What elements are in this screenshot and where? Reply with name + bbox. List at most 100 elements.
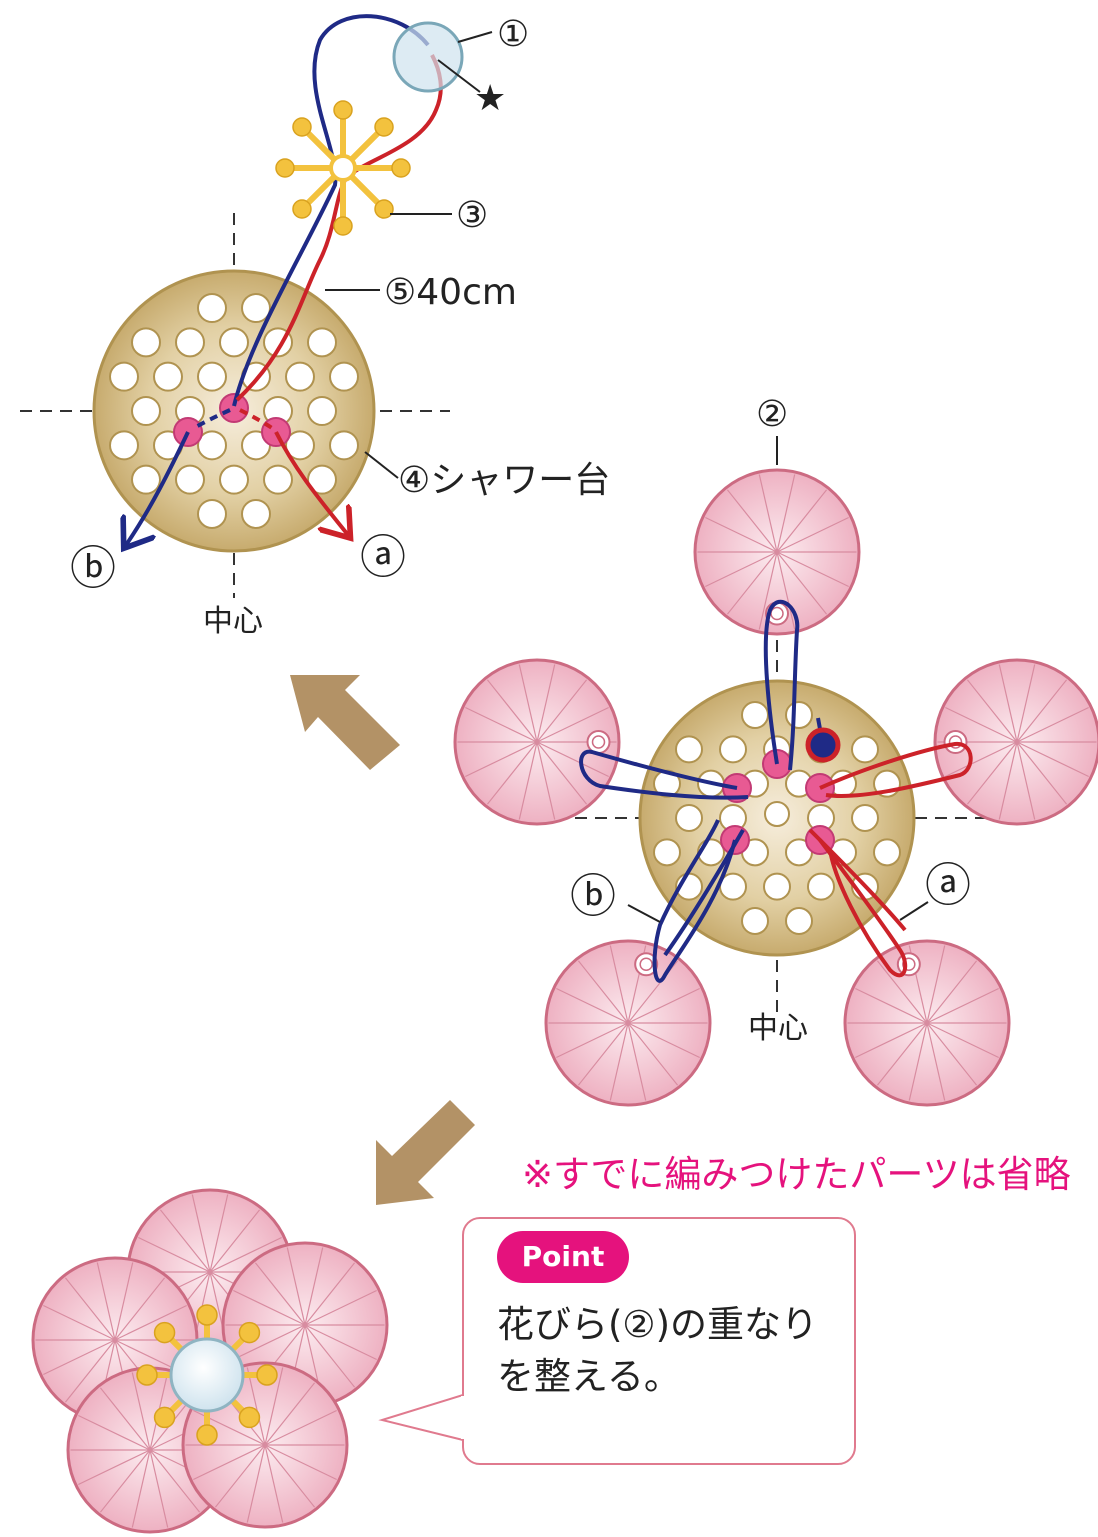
- stamen-knob: [292, 117, 312, 137]
- finished-center-pearl: [169, 1337, 245, 1413]
- base-hole: [807, 872, 835, 901]
- petal-vein: [131, 1449, 151, 1528]
- stamen-knob: [374, 199, 394, 219]
- stamen-knob: [256, 1364, 278, 1386]
- label-end-b-top: ⓑ: [70, 541, 116, 595]
- label-center-top: 中心: [203, 604, 263, 639]
- petal-vein: [1016, 741, 1036, 820]
- base-hole: [741, 701, 769, 730]
- petal-vein: [536, 741, 609, 778]
- petal-vein: [209, 1209, 261, 1273]
- petal-vein: [264, 1382, 316, 1446]
- base-hole: [131, 327, 161, 358]
- base-hole: [219, 464, 249, 495]
- petal-vein: [114, 1304, 187, 1341]
- point-line-2: を整える。: [497, 1355, 681, 1398]
- point-line-1: 花びら(②)の重なり: [497, 1303, 819, 1346]
- base-hole: [285, 430, 315, 461]
- petal-vein: [465, 741, 538, 778]
- petal-vein: [1016, 706, 1089, 743]
- petal-vein: [758, 474, 778, 553]
- label-center-mid: 中心: [748, 1011, 808, 1046]
- base-hole: [307, 464, 337, 495]
- base-hole: [785, 906, 813, 935]
- wire-a-arrow: [274, 431, 348, 535]
- label-shower-base-4: ④シャワー台: [398, 460, 610, 501]
- stamen-knob: [153, 1406, 176, 1429]
- base-hole: [851, 804, 879, 832]
- petal-hole: [586, 730, 611, 754]
- petal-vein: [536, 664, 556, 743]
- petal-vein: [908, 1022, 928, 1101]
- petal-vein: [536, 741, 556, 820]
- finished-flower: [31, 1188, 389, 1534]
- wire-a-dashed: [239, 408, 274, 430]
- base-hole: [175, 464, 205, 495]
- petal-vein: [627, 1022, 700, 1059]
- base-hole: [131, 464, 161, 495]
- petal-vein: [966, 741, 1018, 805]
- petal-vein: [209, 1194, 229, 1273]
- callout-tail: [378, 1394, 464, 1441]
- petal-vein: [536, 741, 588, 805]
- point-text: 花びら(②)の重なり を整える。: [497, 1299, 847, 1403]
- petal-vein: [159, 1209, 211, 1273]
- stamen-knob: [196, 1304, 218, 1326]
- base-hole: [851, 735, 879, 764]
- label-wire-5: ⑤40cm: [384, 272, 517, 313]
- petal-vein: [99, 1449, 151, 1513]
- base-hole: [719, 735, 747, 764]
- wire-blue-top: [232, 14, 430, 407]
- petal-vein: [78, 1414, 151, 1451]
- petal-vein: [233, 1324, 306, 1361]
- petals-middle: [453, 468, 1098, 1107]
- petal-vein: [264, 1409, 337, 1446]
- base-hole: [131, 396, 161, 426]
- stamen-knob: [333, 100, 353, 120]
- bead-marker-dark: [805, 727, 841, 763]
- petal-vein: [966, 679, 1018, 743]
- petal-vein: [254, 1262, 306, 1326]
- petal-hole-inner: [902, 957, 916, 971]
- petal-vein: [945, 706, 1018, 743]
- label-star: ★: [474, 78, 506, 119]
- petal-vein: [78, 1449, 151, 1486]
- leader-end-b-mid: [627, 904, 661, 923]
- petal-vein: [998, 664, 1018, 743]
- petal-vein: [577, 1022, 629, 1086]
- base-hole: [263, 464, 293, 495]
- label-stamen-3: ③: [456, 195, 488, 236]
- petal-vein: [286, 1247, 306, 1326]
- base-hole: [153, 361, 183, 392]
- petal-hole: [896, 952, 921, 977]
- petal-hole-inner: [948, 735, 963, 749]
- petal-vein: [536, 679, 588, 743]
- base-hole: [285, 361, 315, 392]
- base-hole: [175, 327, 205, 358]
- base-hole: [785, 701, 813, 730]
- wire-blue-loop-top: [763, 599, 800, 771]
- base-hole: [653, 838, 681, 867]
- petal-vein: [1016, 679, 1068, 743]
- petal-vein: [1016, 741, 1068, 805]
- petal-vein: [114, 1277, 166, 1341]
- petal-vein: [149, 1449, 201, 1513]
- petal-vein: [246, 1444, 266, 1523]
- base-hole: [329, 430, 359, 461]
- base-hole: [307, 327, 337, 358]
- base-hole: [197, 361, 227, 392]
- petal-vein: [131, 1372, 151, 1451]
- petal-vein: [705, 516, 778, 553]
- petal-hole: [634, 952, 659, 977]
- petal-vein: [876, 960, 928, 1024]
- omission-note: ※すでに編みつけたパーツは省略: [522, 1153, 1071, 1196]
- base-hole: [197, 430, 227, 461]
- petal-hole-inner: [639, 957, 653, 971]
- petal-vein: [926, 987, 999, 1024]
- hole-center-open: [764, 801, 790, 827]
- top-diagram: ① ★ ③ ⑤40cm ④シャワー台 ⓐ ⓑ 中心: [20, 14, 610, 639]
- petal-vein: [209, 1236, 282, 1273]
- petal-vein: [304, 1262, 356, 1326]
- petal-vein: [627, 1022, 647, 1101]
